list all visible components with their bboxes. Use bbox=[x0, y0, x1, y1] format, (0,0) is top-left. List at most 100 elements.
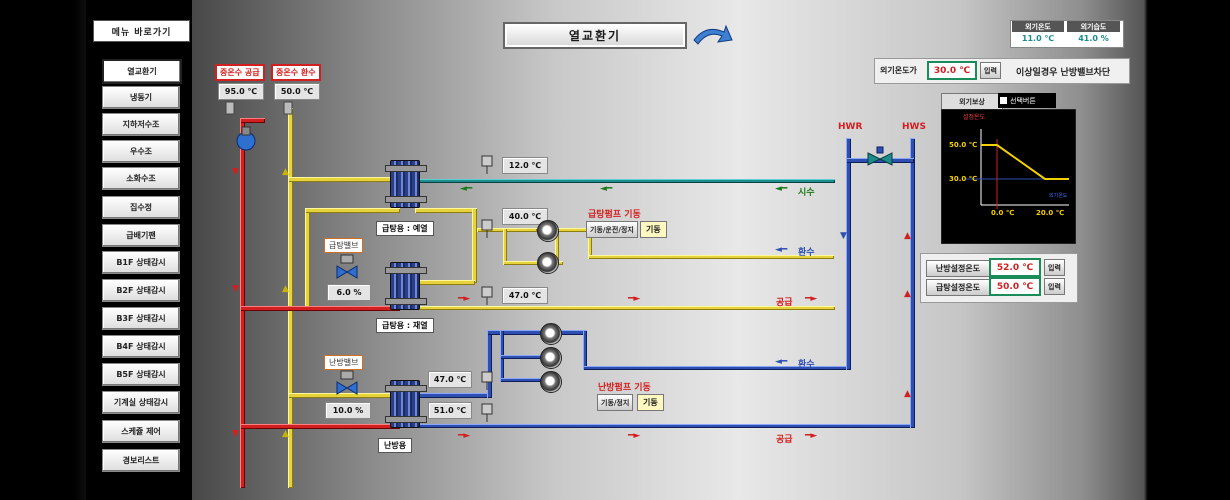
outdoor-setting-value[interactable]: 30.0 ℃ bbox=[927, 61, 977, 80]
pump-loop-top bbox=[477, 228, 537, 232]
menu-title: 메뉴 바로가기 bbox=[93, 20, 190, 42]
outdoor-setting-input-button[interactable]: 입력 bbox=[980, 62, 1001, 79]
flow-arrow-up-icon: ▲ bbox=[904, 289, 911, 299]
menu-item[interactable]: 소화수조 bbox=[102, 167, 180, 190]
hotwater-setpoint-button[interactable]: 입력 bbox=[1044, 278, 1065, 295]
hws-label: HWS bbox=[902, 122, 926, 132]
mid-return-label: 중온수 환수 bbox=[271, 64, 321, 81]
outdoor-setting-note: 이상일경우 난방밸브차단 bbox=[1016, 68, 1111, 78]
flow-arrow-left-icon: ◄━ bbox=[775, 184, 788, 194]
flow-arrow-left-icon: ◄━ bbox=[775, 245, 788, 255]
mid-supply-pipe-top bbox=[240, 118, 265, 123]
pump-out-down bbox=[588, 228, 592, 258]
flow-arrow-left-icon: ◄━ bbox=[600, 184, 613, 194]
compensation-graph: 설정온도 50.0 ℃ 30.0 ℃ 0.0 ℃ 20.0 ℃ 외기온도 bbox=[941, 109, 1076, 244]
x-axis-label: 외기온도 bbox=[1049, 192, 1068, 199]
hx2-out-value: 47.0 ℃ bbox=[502, 287, 548, 304]
hx3-bottom-value: 51.0 ℃ bbox=[428, 402, 472, 419]
pump-out-top bbox=[555, 228, 591, 232]
menu-item[interactable]: 지하저수조 bbox=[102, 113, 180, 136]
outdoor-temp-value: 11.0 ℃ bbox=[1021, 34, 1055, 43]
hx1-label: 급탕용 : 예열 bbox=[376, 221, 434, 236]
menu-item[interactable]: 집수정 bbox=[102, 196, 180, 219]
heating-valve-icon[interactable] bbox=[335, 370, 359, 396]
hx2-exchanger[interactable] bbox=[385, 262, 427, 310]
checkbox-icon bbox=[1000, 97, 1007, 104]
y-high-label: 50.0 ℃ bbox=[949, 141, 977, 149]
menu-item[interactable]: 경보리스트 bbox=[102, 449, 180, 472]
hx3-bottom-sensor-icon bbox=[481, 403, 493, 422]
menu-item[interactable]: 냉동기 bbox=[102, 86, 180, 109]
curved-arrow-icon[interactable] bbox=[690, 22, 734, 48]
menu-item[interactable]: 우수조 bbox=[102, 140, 180, 163]
heating-pump-top bbox=[487, 330, 587, 335]
flow-arrow-right-icon: ━► bbox=[628, 294, 641, 304]
menu-item[interactable]: 스케쥴 제어 bbox=[102, 420, 180, 443]
hx1-sensor-value: 12.0 ℃ bbox=[502, 157, 548, 174]
heating-pump-3-icon[interactable] bbox=[540, 371, 562, 393]
hx3-label: 난방용 bbox=[378, 438, 413, 453]
hotwater-pump-2-icon[interactable] bbox=[537, 252, 559, 274]
hx3-top-sensor-icon bbox=[481, 371, 493, 390]
hx1-return-pipe bbox=[288, 177, 398, 182]
flow-arrow-right-icon: ━► bbox=[805, 294, 818, 304]
hx1-exchanger[interactable] bbox=[385, 160, 427, 208]
heating-pump-right bbox=[583, 330, 587, 370]
flow-arrow-left-icon: ◄━ bbox=[775, 357, 788, 367]
heating-setpoint-value[interactable]: 52.0 ℃ bbox=[989, 258, 1041, 277]
mid-control-valve-icon[interactable] bbox=[232, 125, 262, 155]
flow-arrow-right-icon: ━► bbox=[458, 294, 471, 304]
heating-pump-mode-button[interactable]: 기동/정지 bbox=[597, 394, 634, 411]
hotwater-pump-status[interactable]: 기동 bbox=[640, 221, 667, 238]
hotwater-pump-1-icon[interactable] bbox=[537, 220, 559, 242]
heating-setpoint-button[interactable]: 입력 bbox=[1044, 259, 1065, 276]
heating-pump-2-icon[interactable] bbox=[540, 347, 562, 369]
menu-item[interactable]: B1F 상태감시 bbox=[102, 251, 180, 274]
mid-supply-pipe bbox=[240, 118, 245, 488]
heating-pump-riser bbox=[487, 330, 492, 398]
menu-item[interactable]: 기계실 상태감시 bbox=[102, 391, 180, 414]
hotwater-valve-value: 6.0 % bbox=[327, 284, 371, 301]
hotwater-valve-icon[interactable] bbox=[335, 254, 359, 280]
hx3-red-pipe bbox=[240, 424, 400, 429]
menu-item[interactable]: B2F 상태감시 bbox=[102, 279, 180, 302]
pump-loop-right bbox=[555, 228, 559, 264]
outdoor-humidity-label: 외기습도 bbox=[1067, 21, 1120, 32]
menu-item[interactable]: B4F 상태감시 bbox=[102, 335, 180, 358]
menu-item[interactable]: 급배기팬 bbox=[102, 224, 180, 247]
menu-item[interactable]: B5F 상태감시 bbox=[102, 363, 180, 386]
menu-item[interactable]: B3F 상태감시 bbox=[102, 307, 180, 330]
heating-pump-1-icon[interactable] bbox=[540, 323, 562, 345]
hx1-out-value: 40.0 ℃ bbox=[502, 208, 548, 225]
menu-item[interactable]: 열교환기 bbox=[102, 59, 182, 84]
flow-arrow-down-icon: ▼ bbox=[840, 231, 847, 241]
hotwater-supply-label: 공급 bbox=[776, 298, 793, 308]
outdoor-setting-panel bbox=[874, 58, 1130, 84]
page-title: 열교환기 bbox=[503, 22, 687, 49]
compensation-tab[interactable]: 외기보상 bbox=[941, 93, 1003, 110]
select-button[interactable]: 선택버튼 bbox=[998, 93, 1056, 108]
hotwater-pump-mode-button[interactable]: 기동/운전/정지 bbox=[586, 221, 638, 238]
heating-return-label: 환수 bbox=[798, 360, 815, 370]
mid-return-value: 50.0 ℃ bbox=[274, 83, 320, 100]
outdoor-temp-label: 외기온도 bbox=[1012, 21, 1064, 32]
hotwater-return-pipe bbox=[588, 255, 834, 259]
hx1-down-pipe bbox=[472, 208, 477, 283]
heating-valve-value: 10.0 % bbox=[325, 402, 371, 419]
hx3-exchanger[interactable] bbox=[385, 380, 427, 428]
hotwater-supply-pipe bbox=[415, 306, 835, 310]
hotwater-loop-top bbox=[305, 208, 400, 213]
hx1-temp-sensor-icon bbox=[481, 155, 493, 174]
outdoor-humidity-value: 41.0 % bbox=[1078, 34, 1109, 43]
hotwater-setpoint-value[interactable]: 50.0 ℃ bbox=[989, 277, 1041, 296]
y-low-label: 30.0 ℃ bbox=[949, 175, 977, 183]
hx3-top-value: 47.0 ℃ bbox=[428, 371, 472, 388]
flow-arrow-down-icon: ▼ bbox=[232, 284, 239, 294]
flow-arrow-right-icon: ━► bbox=[458, 431, 471, 441]
hotwater-valve-label: 급탕밸브 bbox=[324, 238, 364, 253]
heating-pump-status[interactable]: 기동 bbox=[637, 394, 664, 411]
flow-arrow-up-icon: ▲ bbox=[282, 167, 289, 177]
flow-arrow-right-icon: ━► bbox=[628, 431, 641, 441]
flow-arrow-left-icon: ◄━ bbox=[460, 184, 473, 194]
bypass-valve-icon[interactable] bbox=[866, 145, 894, 173]
